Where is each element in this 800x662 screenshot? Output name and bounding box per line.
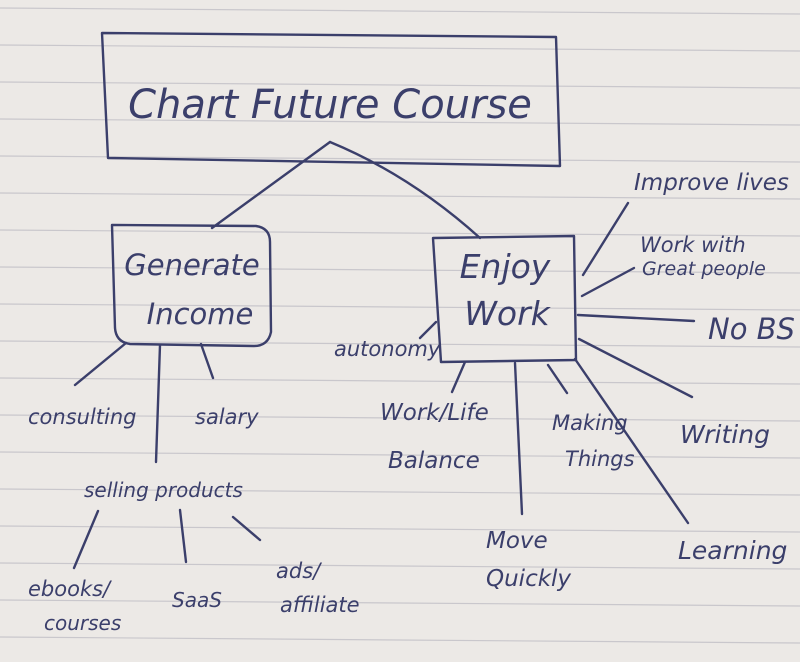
salary-connector: [199, 342, 215, 380]
balance-label-line2: Balance: [388, 448, 480, 474]
root-work-connector: [328, 140, 482, 240]
nobs-connector: [576, 313, 696, 323]
ruled-line: [0, 7, 800, 15]
ebooks-label-line2: courses: [44, 611, 121, 635]
great-people-label-line2: Great people: [642, 258, 766, 280]
balance-connector: [450, 360, 467, 394]
great-people-label-line1: Work with: [640, 233, 746, 257]
selling-connector: [154, 343, 162, 464]
ruled-line: [0, 599, 800, 607]
saas-label: SaaS: [172, 588, 222, 612]
work-label-line2: Work: [464, 294, 551, 333]
salary-label: salary: [195, 405, 259, 429]
ads-label-line2: affiliate: [280, 593, 360, 617]
work-label-line1: Enjoy: [460, 247, 551, 286]
ruled-line: [0, 266, 800, 274]
selling-label: selling products: [84, 478, 243, 502]
move-label-line2: Quickly: [486, 566, 571, 592]
root-income-connector: [210, 140, 332, 230]
people-connector: [580, 266, 636, 298]
ads-connector: [231, 515, 262, 542]
learning-connector: [573, 357, 690, 525]
making-connector: [546, 363, 569, 395]
ruled-line: [0, 303, 800, 311]
writing-label: Writing: [680, 420, 770, 449]
income-box: [110, 223, 273, 348]
income-label-line2: Income: [147, 297, 254, 331]
root-box: [100, 31, 562, 168]
balance-label-line1: Work/Life: [380, 400, 489, 426]
ruled-line: [0, 118, 800, 126]
autonomy-label: autonomy: [334, 337, 441, 361]
ruled-line: [0, 451, 800, 459]
ebooks-label-line1: ebooks/: [28, 577, 112, 601]
ruled-line: [0, 229, 800, 237]
ruled-line: [0, 155, 800, 163]
no-bs-label: No BS: [708, 312, 795, 346]
improve-lives-label: Improve lives: [634, 170, 789, 196]
saas-connector: [178, 508, 188, 564]
ruled-line: [0, 44, 800, 52]
ads-label-line1: ads/: [276, 559, 322, 583]
writing-connector: [577, 337, 694, 399]
ruled-line: [0, 636, 800, 644]
improve-connector: [581, 201, 630, 277]
making-label-line2: Things: [565, 447, 635, 471]
consulting-connector: [73, 341, 128, 387]
ebooks-connector: [72, 509, 100, 570]
consulting-label: consulting: [28, 405, 137, 429]
learning-label: Learning: [678, 536, 787, 565]
ruled-line: [0, 562, 800, 570]
autonomy-connector: [418, 320, 438, 340]
move-connector: [513, 361, 524, 516]
income-label-line1: Generate: [124, 248, 259, 282]
making-label-line1: Making: [552, 411, 628, 435]
root-label: Chart Future Course: [128, 82, 532, 128]
ruled-line: [0, 414, 800, 422]
ruled-line: [0, 340, 800, 348]
move-label-line1: Move: [486, 528, 548, 554]
ruled-line: [0, 81, 800, 89]
ruled-line: [0, 525, 800, 533]
ruled-line: [0, 192, 800, 200]
